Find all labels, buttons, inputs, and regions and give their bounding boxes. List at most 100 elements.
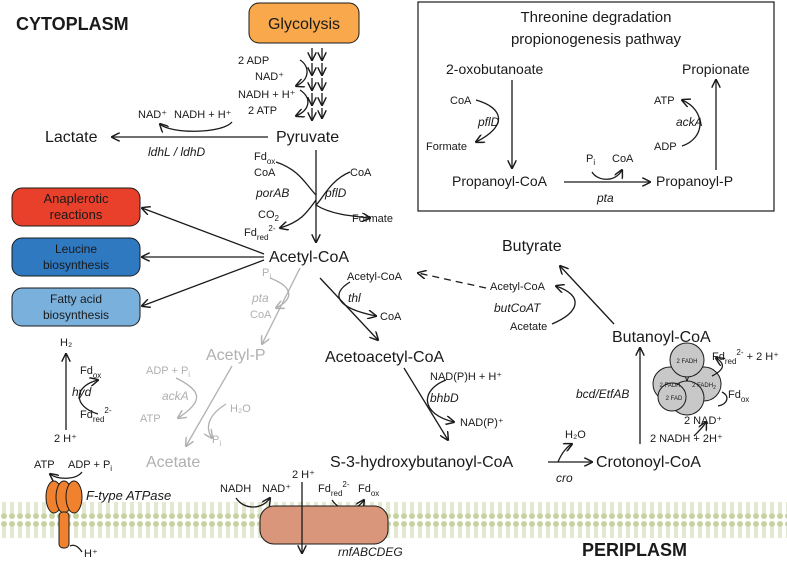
bcd-nad-arc	[693, 422, 706, 437]
butCoAT-enzyme: butCoAT	[494, 301, 542, 315]
inset-propanoylp: Propanoyl-P	[656, 173, 733, 189]
to-fattyacid-arrow	[142, 259, 265, 306]
bhbd-nadph: NAD(P)H + H⁺	[430, 371, 502, 383]
inset-ackA: ackA	[676, 115, 703, 129]
inset-coa2: CoA	[612, 153, 634, 165]
hyd-fdox: Fdox	[80, 365, 101, 380]
inset-formate: Formate	[426, 141, 467, 153]
ackA-enzyme: ackA	[162, 389, 189, 403]
acetylp-label: Acetyl-P	[206, 347, 266, 364]
ack-h2o: H₂O	[230, 403, 251, 415]
cro-h2o: H₂O	[565, 429, 586, 441]
bcd-2nad: 2 NAD⁺	[684, 415, 722, 427]
acetylp-to-acetate-arrow	[186, 365, 233, 446]
glycolysis-nad: NAD⁺	[255, 71, 284, 83]
thl-arrow	[319, 277, 378, 340]
inset-atp: ATP	[654, 95, 675, 107]
ldh-nadh: NADH + H⁺	[174, 109, 232, 121]
bhbd-nadp: NAD(P)⁺	[460, 417, 504, 429]
rnf-nadh: NADH	[220, 483, 251, 495]
h2-label: H₂	[60, 337, 72, 349]
crotonoylcoa-label: Crotonoyl-CoA	[596, 454, 701, 471]
ack-cofactor-arc	[175, 377, 198, 418]
pta-pi: Pi	[262, 267, 271, 281]
glycolysis-nadh: NADH + H⁺	[238, 89, 296, 101]
rnf-fdred: Fdred2-	[318, 480, 350, 498]
formate-label: Formate	[352, 213, 393, 225]
ldh-nad: NAD⁺	[138, 109, 167, 121]
rnf-fdox: Fdox	[358, 483, 379, 498]
pta-coa: CoA	[250, 309, 272, 321]
thl-cofactor-arc	[338, 281, 376, 316]
leucine-box	[11, 237, 141, 277]
hyd-cofactor-arc	[78, 380, 98, 415]
butcoat-acetate: Acetate	[510, 321, 547, 333]
etf-fdred-arc	[711, 358, 722, 377]
butcoat-acetylcoa: Acetyl-CoA	[490, 281, 546, 293]
glycolysis-box	[248, 2, 360, 44]
ldh-cofactor-arc	[160, 121, 233, 131]
bcd-fdred: Fdred2- + 2 H⁺	[712, 348, 779, 366]
pfl-cofactor-arc	[314, 171, 370, 218]
por-fdred: Fdred2-	[244, 224, 276, 242]
porAB-enzyme: porAB	[255, 186, 289, 200]
bcd-fdox: Fdox	[728, 389, 749, 404]
acetate-label: Acetate	[146, 454, 200, 471]
etf-fadh-right: 2 FADH2	[692, 383, 716, 391]
bcd-enzyme: bcd/EtfAB	[576, 387, 629, 401]
co2: CO2	[258, 209, 280, 223]
ack-atp: ATP	[140, 413, 161, 425]
etf-fadh-top: 2 FADH	[676, 359, 697, 365]
inset-pta: pta	[596, 191, 614, 205]
pta-cofactor-arc	[269, 277, 290, 308]
atpase-hplus: H⁺	[84, 548, 98, 560]
hyd-2h: 2 H⁺	[54, 433, 77, 445]
inset-title-line2: propionogenesis pathway	[511, 31, 682, 48]
ack-h2o-arc	[208, 403, 227, 438]
pfl-coa: CoA	[350, 167, 372, 179]
rnf-complex	[259, 505, 389, 545]
rnf-2h: 2 H⁺	[292, 469, 315, 481]
ack-adp-pi: ADP + Pi	[146, 365, 190, 379]
cro-water-arc	[557, 444, 572, 463]
inset-adp: ADP	[654, 141, 677, 153]
inset-pfl-arc	[476, 99, 500, 142]
bhbd-arrow	[403, 367, 448, 440]
pyruvate-label: Pyruvate	[276, 129, 339, 146]
hyd-fdred: Fdred2-	[80, 406, 112, 424]
thl-enzyme: thl	[348, 291, 361, 305]
inset-propionate: Propionate	[682, 61, 750, 77]
bhbd-enzyme: bhbD	[430, 391, 459, 405]
rnf-nad: NAD⁺	[262, 483, 291, 495]
inset-pta-arc	[591, 170, 622, 180]
inset-pi: Pi	[586, 153, 595, 167]
periplasm-label: PERIPLASM	[582, 540, 687, 560]
atpase-atp: ATP	[34, 459, 55, 471]
butanoyl-to-butyrate-arrow	[560, 266, 615, 325]
thl-acetylcoa: Acetyl-CoA	[347, 271, 403, 283]
cro-enzyme: cro	[556, 471, 573, 485]
acetylcoa-dashed-arrow	[418, 273, 487, 289]
rnf-nad-arc	[235, 498, 270, 508]
acetylcoa-to-acetylp-arrow	[262, 267, 301, 344]
pta-enzyme: pta	[251, 291, 269, 305]
glycolysis-label: Glycolysis	[268, 16, 340, 33]
atpase-label: F-type ATPase	[86, 488, 171, 503]
por-cofactor-arc-in	[275, 161, 317, 196]
inset-pflD: pflD	[477, 115, 500, 129]
inset-title-line1: Threonine degradation	[521, 9, 672, 26]
por-coa: CoA	[254, 167, 276, 179]
inset-ack-arc	[682, 100, 701, 147]
hyd-enzyme: hyd	[72, 385, 92, 399]
pflD-enzyme: pflD	[324, 186, 347, 200]
butanoylcoa-label: Butanoyl-CoA	[612, 329, 711, 346]
inset-oxobutanoate: 2-oxobutanoate	[446, 61, 544, 77]
atpase-cofactor-arc	[50, 471, 83, 478]
por-fdox: Fdox	[254, 151, 275, 166]
butyrate-label: Butyrate	[502, 238, 562, 255]
etf-fad: 2 FAD	[666, 396, 683, 402]
butcoat-cofactor-arc	[551, 286, 576, 325]
